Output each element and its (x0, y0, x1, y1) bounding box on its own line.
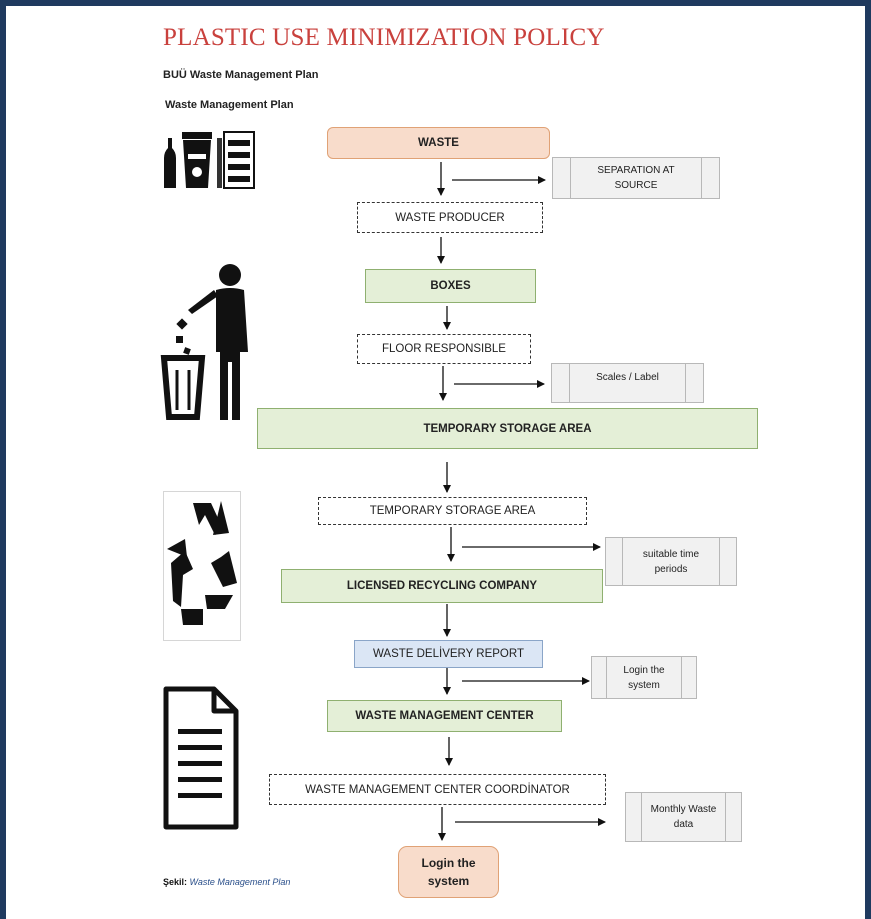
subtitle-plan: Waste Management Plan (165, 99, 294, 111)
subtitle-bu: BUÜ Waste Management Plan (163, 69, 319, 81)
node-login-system-final-text: Login the system (421, 856, 476, 888)
caption-text: Waste Management Plan (189, 877, 291, 887)
node-login-system-small: Login the system (591, 656, 697, 699)
node-floor-responsible: FLOOR RESPONSIBLE (357, 334, 531, 364)
node-temporary-storage-area: TEMPORARY STORAGE AREA (257, 408, 758, 449)
node-boxes: BOXES (365, 269, 536, 303)
node-separation-label: SEPARATION AT SOURCE (597, 165, 675, 191)
node-waste: WASTE (327, 127, 550, 159)
node-waste-management-center: WASTE MANAGEMENT CENTER (327, 700, 562, 732)
node-monthly-waste-data: Monthly Waste data (625, 792, 742, 842)
node-suitable-time-text: suitable time periods (642, 548, 700, 575)
node-licensed-recycling-company: LICENSED RECYCLING COMPANY (281, 569, 603, 603)
node-waste-delivery-report: WASTE DELİVERY REPORT (354, 640, 543, 668)
node-wmc-coordinator: WASTE MANAGEMENT CENTER COORDİNATOR (269, 774, 606, 805)
node-temporary-storage-area-2: TEMPORARY STORAGE AREA (318, 497, 587, 525)
node-waste-producer: WASTE PRODUCER (357, 202, 543, 233)
figure-caption: Şekil: Waste Management Plan (163, 877, 290, 887)
caption-label: Şekil: (163, 877, 188, 887)
page-title: PLASTIC USE MINIMIZATION POLICY (163, 24, 605, 51)
node-scales-label: Scales / Label (551, 363, 704, 403)
waste-bins-icon (164, 131, 255, 189)
node-login-system-final: Login the system (398, 846, 499, 898)
person-trash-icon (160, 264, 248, 420)
node-login-system-small-text: Login the system (623, 664, 665, 691)
node-separation-at-source: SEPARATION AT SOURCE (552, 157, 720, 199)
node-monthly-waste-data-text: Monthly Waste data (650, 804, 717, 830)
recycle-icon (163, 491, 241, 641)
node-scales-label-text: Scales / Label (596, 372, 659, 383)
document-icon (163, 686, 239, 830)
node-suitable-time-periods: suitable time periods (605, 537, 737, 586)
